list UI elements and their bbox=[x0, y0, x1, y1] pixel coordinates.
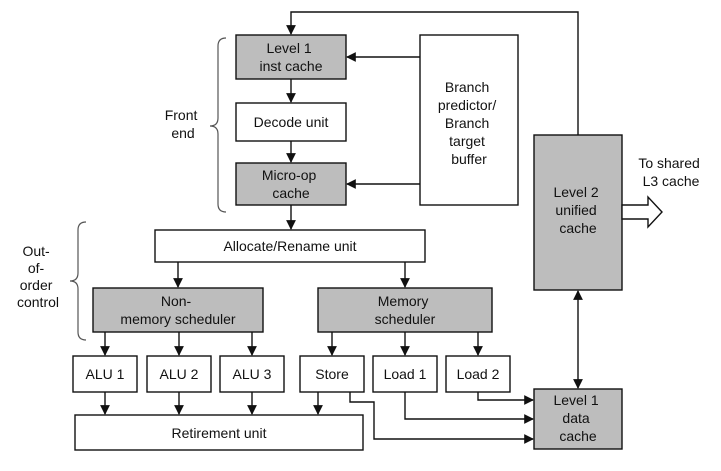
alu1-label: ALU 1 bbox=[86, 366, 125, 382]
alu2-label: ALU 2 bbox=[160, 366, 199, 382]
l3-cache-note: To shared L3 cache bbox=[638, 155, 703, 189]
decode-unit-label: Decode unit bbox=[254, 114, 329, 130]
micro-op-cache-box bbox=[235, 162, 347, 206]
branch-predictor-box bbox=[419, 34, 519, 206]
memory-scheduler-box bbox=[317, 287, 493, 333]
load1-label: Load 1 bbox=[384, 366, 427, 382]
ooo-control-brace bbox=[69, 221, 87, 341]
load2-box bbox=[445, 355, 511, 393]
l1-data-cache-label: Level 1 data cache bbox=[553, 392, 602, 444]
l2-to-l1-inst-arrow bbox=[286, 11, 579, 135]
l1-inst-cache-label: Level 1 inst cache bbox=[259, 40, 322, 74]
store-to-l1-data-arrow bbox=[349, 392, 534, 444]
load1-to-l1-data-arrow bbox=[404, 392, 534, 424]
l1-data-cache-box bbox=[533, 388, 623, 450]
front-end-brace bbox=[209, 37, 227, 213]
level2-cache-label: Level 2 unified cache bbox=[553, 184, 602, 236]
retirement-unit-label: Retirement unit bbox=[172, 425, 267, 441]
decode-unit-box bbox=[235, 102, 347, 142]
ooo-control-label: Out- of- order control bbox=[17, 243, 59, 310]
load1-box bbox=[372, 355, 438, 393]
alu1-box bbox=[72, 355, 138, 393]
memory-scheduler-label: Memory scheduler bbox=[375, 293, 436, 327]
level2-cache-box bbox=[533, 134, 623, 291]
micro-op-cache-label: Micro-op cache bbox=[262, 167, 320, 201]
retirement-unit-box bbox=[74, 414, 364, 451]
alu3-label: ALU 3 bbox=[233, 366, 272, 382]
load2-to-l1-data-arrow bbox=[477, 392, 534, 405]
store-label: Store bbox=[315, 366, 349, 382]
non-memory-scheduler-box bbox=[92, 287, 264, 333]
store-box bbox=[299, 355, 365, 393]
load2-label: Load 2 bbox=[457, 366, 500, 382]
l2-to-l3-hollow-arrow bbox=[621, 195, 663, 229]
allocate-rename-box bbox=[154, 229, 426, 263]
non-memory-scheduler-label: Non- memory scheduler bbox=[120, 293, 235, 327]
front-end-label: Front end bbox=[165, 107, 202, 141]
allocate-rename-label: Allocate/Rename unit bbox=[223, 238, 356, 254]
alu3-box bbox=[219, 355, 285, 393]
branch-predictor-label: Branch predictor/ Branch target buffer bbox=[438, 79, 500, 167]
l1-inst-cache-box bbox=[235, 34, 347, 80]
